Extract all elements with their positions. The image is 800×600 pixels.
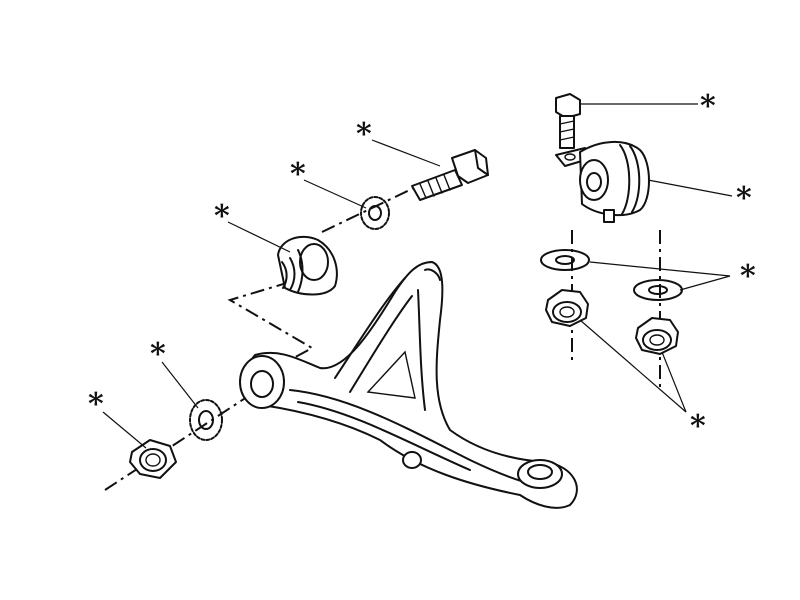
flat-washer-right-a: [540, 249, 590, 271]
serrated-washer-left: [189, 399, 223, 441]
hex-bolt-right: [555, 93, 581, 149]
nyloc-nut-right-a: [545, 289, 589, 327]
flat-washer-right-b: [633, 279, 683, 301]
asterisk-bush: *: [214, 199, 230, 234]
rubber-bush: [277, 235, 338, 296]
asterisk-washer-upper: *: [290, 157, 306, 192]
nyloc-nut-right-b: [635, 317, 679, 355]
asterisk-clamp-bush: *: [736, 181, 752, 216]
asterisk-bolt-right: *: [700, 89, 716, 124]
asterisk-nut-left: *: [88, 387, 104, 422]
lower-control-arm: [239, 261, 578, 509]
asterisk-callouts: * * * * * * * * *: [88, 89, 756, 444]
asterisk-bolt-upper: *: [356, 117, 372, 152]
asterisk-nuts-right: *: [690, 409, 706, 444]
nyloc-nut-left: [129, 439, 177, 479]
hex-bolt-upper: [411, 149, 489, 201]
leader-lines: [102, 103, 733, 449]
asterisk-washer-left: *: [150, 337, 166, 372]
clamp-bush-bracket: [555, 140, 650, 223]
serrated-washer-upper: [360, 196, 390, 230]
asterisk-washers-right: *: [740, 259, 756, 294]
